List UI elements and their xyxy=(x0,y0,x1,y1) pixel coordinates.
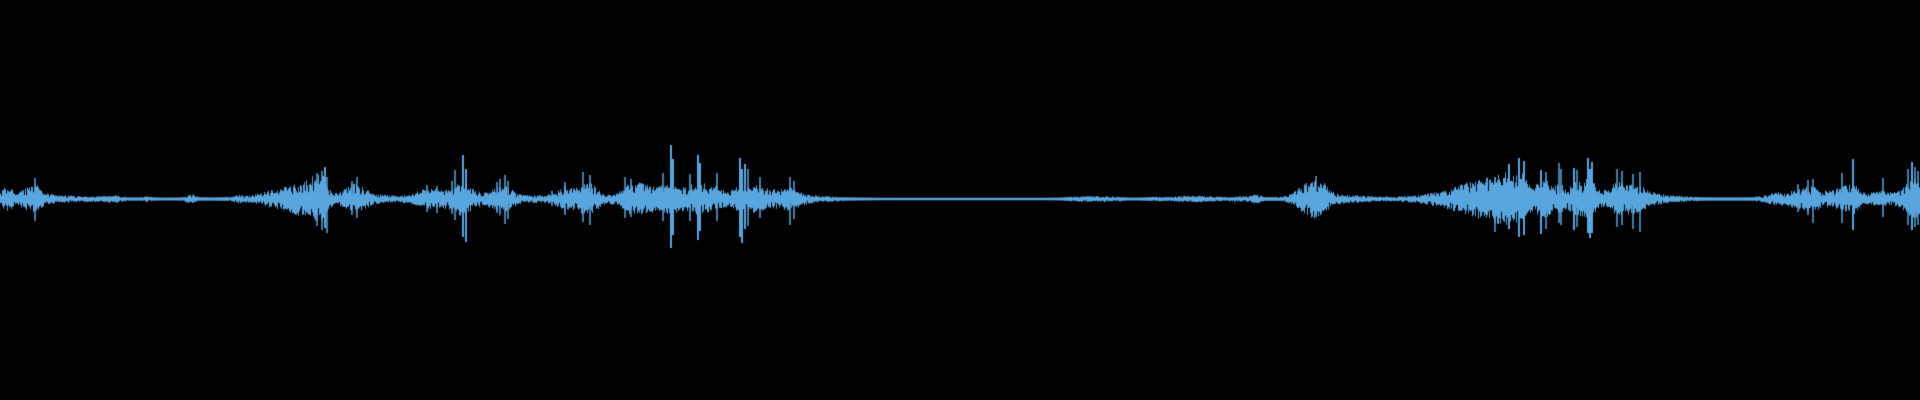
audio-waveform-canvas[interactable] xyxy=(0,0,1920,400)
waveform-view xyxy=(0,0,1920,400)
